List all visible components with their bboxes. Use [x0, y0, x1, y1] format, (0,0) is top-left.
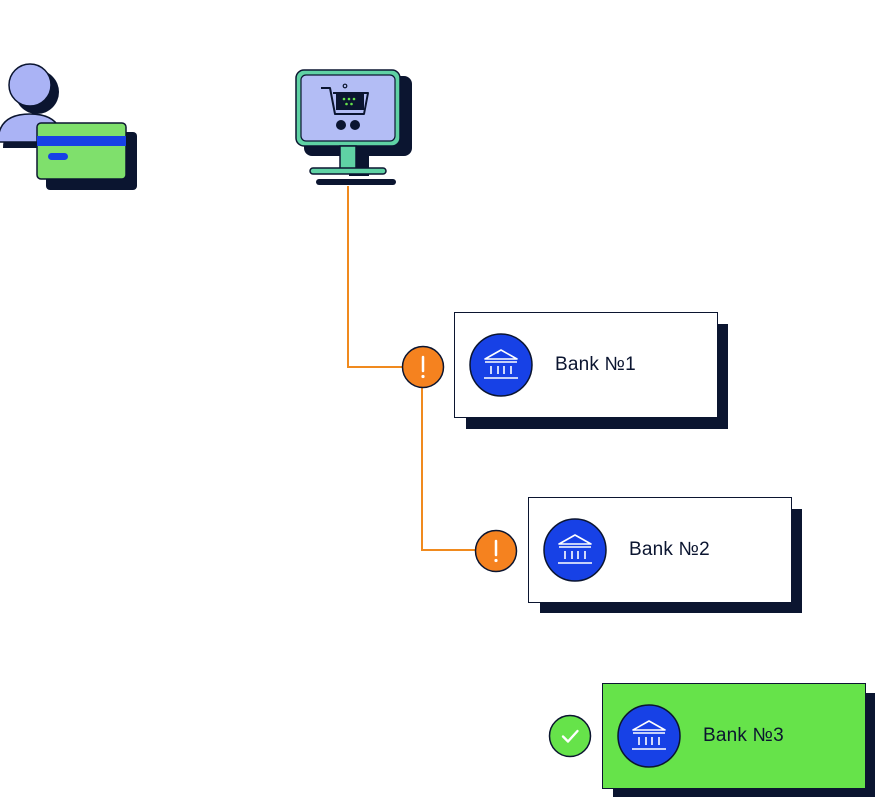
bank-label: Bank №3	[703, 725, 784, 746]
connector-shop-to-bank1	[347, 186, 402, 368]
bank-building-icon	[469, 333, 533, 397]
online-shop-monitor-icon	[295, 69, 412, 185]
bank-label: Bank №1	[555, 354, 636, 375]
connector-bank1-to-bank2	[421, 386, 475, 551]
bank-card-3[interactable]: Bank №3	[602, 683, 866, 789]
bank-label: Bank №2	[629, 539, 710, 560]
customer-with-card-icon	[0, 63, 137, 190]
checkmark-icon	[548, 714, 592, 758]
bank-building-icon	[543, 518, 607, 582]
exclamation-icon	[401, 345, 445, 389]
exclamation-icon	[474, 529, 518, 573]
bank-card-1[interactable]: Bank №1	[454, 312, 718, 418]
cart-icon	[321, 83, 369, 130]
bank-card-2[interactable]: Bank №2	[528, 497, 792, 603]
bank-building-icon	[617, 704, 681, 768]
